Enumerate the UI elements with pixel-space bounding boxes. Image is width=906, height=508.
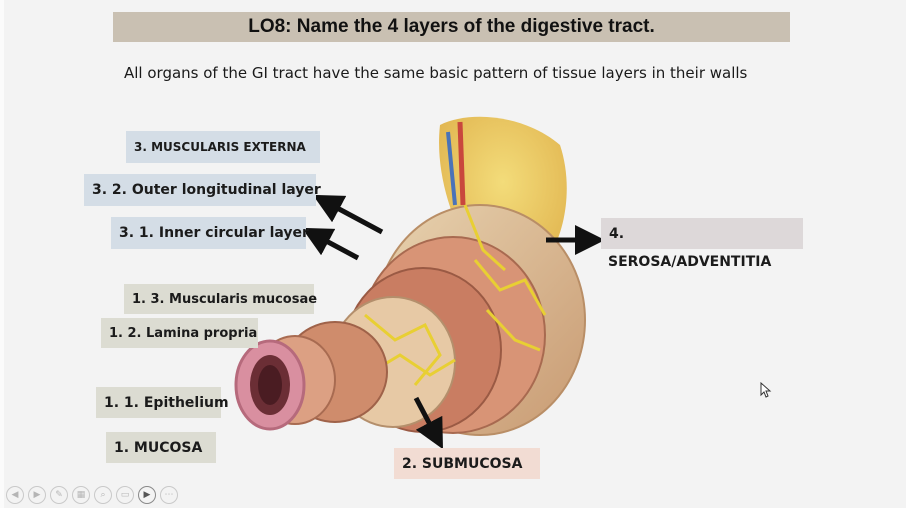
label-outer-longitudinal: 3. 2. Outer longitudinal layer xyxy=(84,174,321,206)
subtitles-icon[interactable]: ▭ xyxy=(116,486,134,504)
label-muscularis-externa-text: 3. MUSCULARIS EXTERNA xyxy=(134,140,306,154)
label-mucosa: 1. MUCOSA xyxy=(106,432,216,463)
label-muscularis-mucosae: 1. 3. Muscularis mucosae xyxy=(124,284,318,314)
blood-vessel-blue xyxy=(446,131,457,206)
camera-icon[interactable]: ▶ xyxy=(138,486,156,504)
label-serosa-number: 4. xyxy=(609,225,625,242)
next-icon[interactable]: ▶ xyxy=(28,486,46,504)
blood-vessel-red xyxy=(457,121,466,206)
prev-icon[interactable]: ◀ xyxy=(6,486,24,504)
label-muscularis-mucosae-text: 1. 3. Muscularis mucosae xyxy=(132,291,318,307)
arrow-submucosa xyxy=(413,396,443,450)
slide-subtitle: All organs of the GI tract have the same… xyxy=(124,64,748,82)
slide-title: LO8: Name the 4 layers of the digestive … xyxy=(248,16,655,37)
slides-icon[interactable]: ▦ xyxy=(72,486,90,504)
zoom-icon[interactable]: ⌕ xyxy=(94,486,112,504)
label-muscularis-externa: 3. MUSCULARIS EXTERNA xyxy=(126,131,320,163)
label-lamina-propria: 1. 2. Lamina propria xyxy=(101,318,258,348)
slide-edge xyxy=(0,0,4,508)
label-serosa-adventitia: SEROSA/ADVENTITIA xyxy=(608,254,772,270)
label-serosa-number-box: 4. xyxy=(601,218,803,249)
label-epithelium: 1. 1. Epithelium xyxy=(96,387,229,418)
label-inner-circular: 3. 1. Inner circular layer xyxy=(111,217,309,249)
nerve-plexus xyxy=(364,204,547,386)
label-outer-longitudinal-text: 3. 2. Outer longitudinal layer xyxy=(92,182,321,198)
mouse-cursor-icon xyxy=(760,382,772,398)
label-lamina-propria-text: 1. 2. Lamina propria xyxy=(109,325,258,341)
more-icon[interactable]: ⋯ xyxy=(160,486,178,504)
label-epithelium-text: 1. 1. Epithelium xyxy=(104,394,229,411)
label-inner-circular-text: 3. 1. Inner circular layer xyxy=(119,225,309,241)
label-submucosa: 2. SUBMUCOSA xyxy=(394,448,540,479)
label-submucosa-text: 2. SUBMUCOSA xyxy=(402,455,523,472)
title-bar: LO8: Name the 4 layers of the digestive … xyxy=(113,12,790,42)
arrow-inner-circular xyxy=(301,227,360,261)
arrow-outer-longitudinal xyxy=(312,194,384,235)
pen-icon[interactable]: ✎ xyxy=(50,486,68,504)
label-mucosa-text: 1. MUCOSA xyxy=(114,439,203,456)
gi-tract-illustration xyxy=(234,116,586,436)
presenter-toolbar: ◀ ▶ ✎ ▦ ⌕ ▭ ▶ ⋯ xyxy=(6,486,178,504)
